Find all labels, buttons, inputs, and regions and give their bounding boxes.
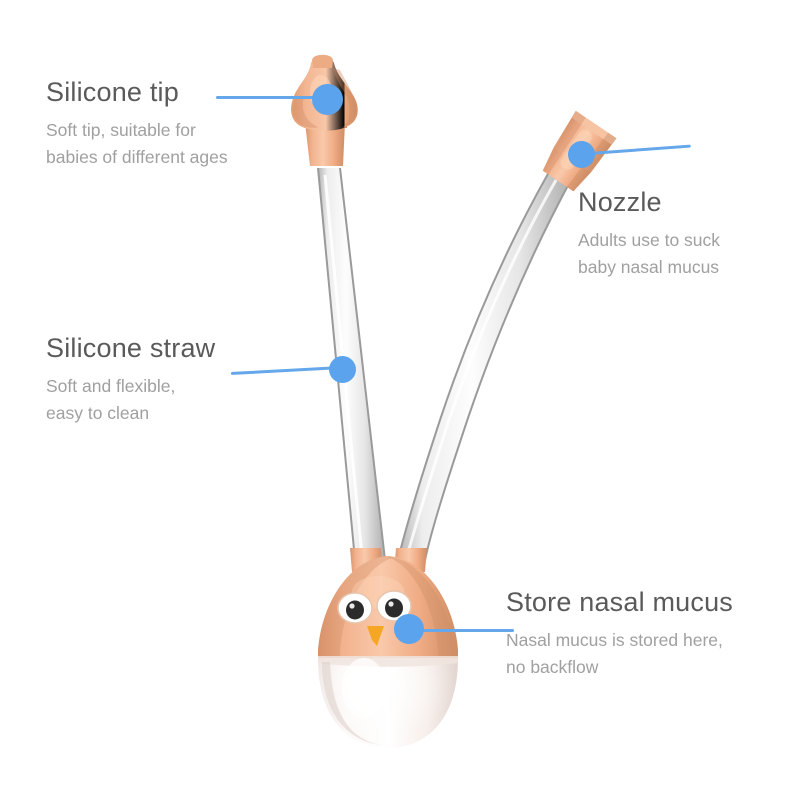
callout-desc-line1-silicone-tip: Soft tip, suitable for: [46, 119, 196, 140]
callout-desc-line1-silicone-straw: Soft and flexible,: [46, 375, 176, 396]
callout-desc-silicone-straw: Soft and flexible, easy to clean: [46, 373, 215, 427]
marker-dot-silicone-straw[interactable]: [329, 356, 356, 383]
callout-nozzle: Nozzle Adults use to suck baby nasal muc…: [578, 187, 720, 281]
callout-title-store-mucus: Store nasal mucus: [506, 587, 734, 617]
callout-silicone-tip: Silicone tip Soft tip, suitable for babi…: [46, 77, 228, 171]
callout-desc-line2-silicone-straw: easy to clean: [46, 402, 150, 423]
callout-desc-nozzle: Adults use to suck baby nasal mucus: [578, 227, 720, 281]
callout-desc-line1-nozzle: Adults use to suck: [578, 229, 721, 250]
callout-desc-line2-nozzle: baby nasal mucus: [578, 256, 720, 277]
owl-beak: [367, 626, 384, 646]
leader-line-silicone-tip: [216, 96, 326, 99]
callout-desc-line1-store-mucus: Nasal mucus is stored here,: [506, 629, 723, 650]
callout-desc-line2-store-mucus: no backflow: [506, 656, 599, 677]
callout-desc-silicone-tip: Soft tip, suitable for babies of differe…: [46, 117, 228, 171]
callout-store-mucus: Store nasal mucus Nasal mucus is stored …: [506, 587, 734, 681]
mucus-container-bulb: [318, 548, 458, 748]
callout-title-nozzle: Nozzle: [578, 187, 662, 217]
marker-dot-silicone-tip[interactable]: [312, 84, 343, 115]
callout-title-silicone-straw: Silicone straw: [46, 333, 216, 363]
callout-desc-line2-silicone-tip: babies of different ages: [46, 146, 228, 167]
leader-line-silicone-straw: [230, 365, 343, 375]
marker-dot-store-mucus[interactable]: [394, 614, 424, 644]
callout-silicone-straw: Silicone straw Soft and flexible, easy t…: [46, 333, 216, 427]
leader-line-store-mucus: [404, 629, 514, 632]
callout-title-silicone-tip: Silicone tip: [46, 77, 179, 107]
right-silicone-straw: [397, 171, 573, 561]
marker-dot-nozzle[interactable]: [568, 141, 595, 168]
callout-desc-store-mucus: Nasal mucus is stored here, no backflow: [506, 627, 733, 681]
